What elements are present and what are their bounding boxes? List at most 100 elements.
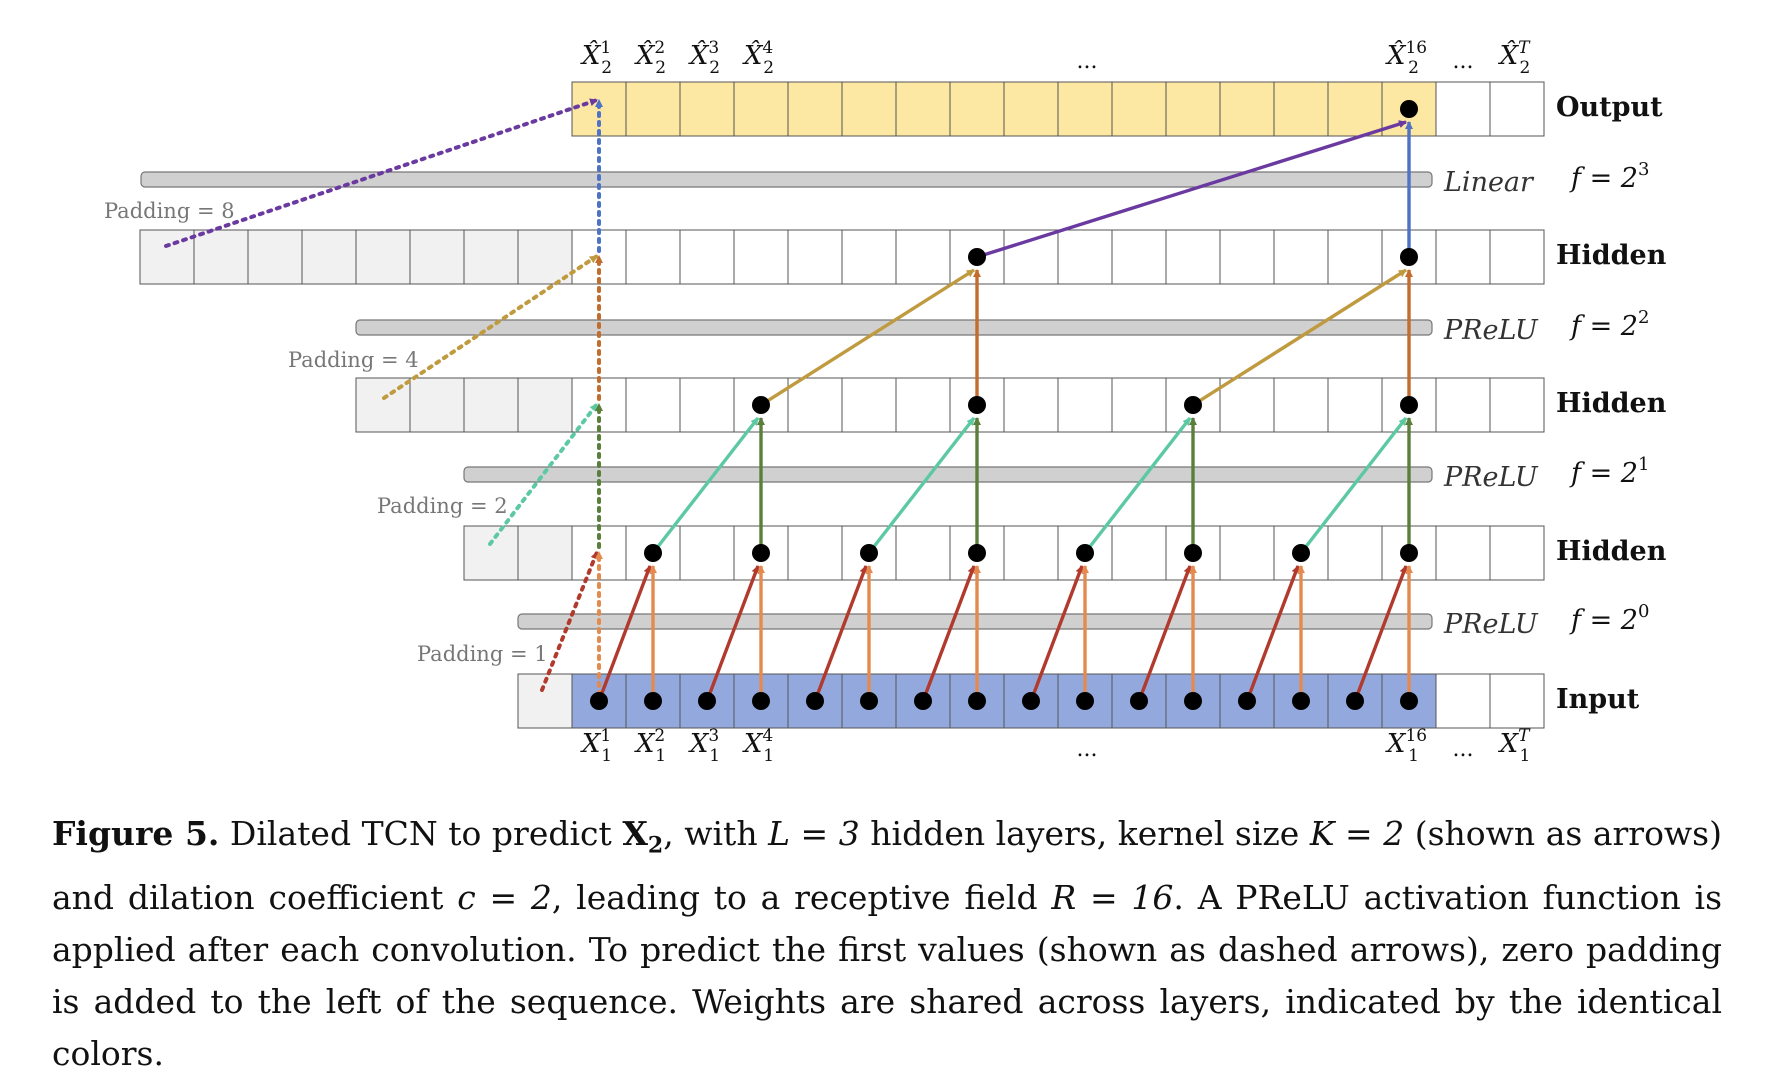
padding-cell — [409, 229, 465, 285]
activation-bars — [140, 171, 1433, 630]
sequence-cell — [1003, 229, 1059, 285]
conv-arrow — [1192, 268, 1407, 407]
node-dot — [1076, 544, 1094, 562]
figure-caption: Figure 5. Dilated TCN to predict X2, wit… — [52, 814, 1723, 1073]
node-dot — [1130, 692, 1148, 710]
sequence-cell — [1435, 229, 1491, 285]
node-dot — [1400, 248, 1418, 266]
padding-cell — [517, 525, 573, 581]
sequence-cell — [1273, 81, 1329, 137]
sequence-cell — [1003, 525, 1059, 581]
sequence-cell — [1111, 81, 1167, 137]
activation-label: PReLU — [1443, 462, 1539, 493]
sequence-cell — [625, 377, 681, 433]
node-dot — [752, 692, 770, 710]
sequence-cell — [625, 229, 681, 285]
node-dot — [1400, 692, 1418, 710]
conv-arrow — [1245, 565, 1300, 702]
padding-cell — [193, 229, 249, 285]
sequence-cell — [1057, 377, 1113, 433]
padding-cell — [301, 229, 357, 285]
sequence-cell — [841, 81, 897, 137]
node-dot — [590, 692, 608, 710]
caption-eq-R: R = 16 — [1051, 877, 1174, 917]
sequence-cell — [841, 229, 897, 285]
conv-arrow — [1083, 416, 1192, 555]
row-label-hidden2: Hidden — [1556, 388, 1667, 419]
sequence-cell — [1219, 377, 1275, 433]
dilation-factor: f = 22 — [1569, 307, 1649, 342]
padding-cell — [463, 525, 519, 581]
conv-arrow — [1137, 565, 1192, 702]
activation-bar — [140, 171, 1433, 188]
conv-arrow — [867, 416, 976, 555]
node-dot — [1184, 544, 1202, 562]
sequence-cell — [625, 81, 681, 137]
padding-cell — [409, 377, 465, 433]
sequence-cell — [787, 81, 843, 137]
padding-cell — [355, 229, 411, 285]
padding-cell — [517, 229, 573, 285]
padding-arrow — [488, 402, 599, 546]
sequence-cell — [787, 525, 843, 581]
sequence-cell — [1003, 81, 1059, 137]
conv-arrow — [760, 268, 975, 407]
sequence-cell — [1435, 81, 1491, 137]
padding-cell — [463, 229, 519, 285]
sequence-cell — [895, 81, 951, 137]
sequence-cell — [1219, 525, 1275, 581]
activation-label: PReLU — [1443, 315, 1539, 346]
node-dot — [752, 396, 770, 414]
padding-label: Padding = 8 — [104, 199, 235, 223]
sequence-cell — [1327, 377, 1383, 433]
sequence-cell — [1489, 377, 1545, 433]
node-dot — [968, 248, 986, 266]
caption-var-x2: X2 — [622, 814, 664, 859]
padding-arrow — [540, 550, 599, 692]
sequence-cell — [679, 81, 735, 137]
input-ellipsis: ... — [1077, 737, 1098, 762]
sequence-cell — [841, 377, 897, 433]
node-dot — [968, 692, 986, 710]
sequence-cell — [1327, 229, 1383, 285]
sequence-cell — [895, 377, 951, 433]
sequence-cell — [895, 229, 951, 285]
sequence-cell — [733, 229, 789, 285]
activation-label: PReLU — [1443, 609, 1539, 640]
node-dot — [644, 692, 662, 710]
node-dots — [590, 100, 1418, 710]
padding-cell — [517, 377, 573, 433]
activation-bar — [463, 466, 1433, 483]
sequence-cell — [1219, 81, 1275, 137]
node-dot — [1022, 692, 1040, 710]
row-label-hidden3: Hidden — [1556, 240, 1667, 271]
sequence-cell — [1489, 673, 1545, 729]
convolution-arrows — [597, 120, 1413, 702]
node-dot — [860, 544, 878, 562]
sequence-cell — [1003, 377, 1059, 433]
sequence-cell — [679, 377, 735, 433]
input-ellipsis-end: ... — [1453, 737, 1474, 762]
node-dot — [860, 692, 878, 710]
node-dot — [968, 544, 986, 562]
padding-dashed-arrows — [164, 98, 603, 697]
conv-arrow — [705, 565, 760, 702]
sequence-cell — [1165, 81, 1221, 137]
node-dot — [1346, 692, 1364, 710]
node-dot — [1400, 544, 1418, 562]
conv-arrow — [813, 565, 868, 702]
sequence-cell — [1111, 377, 1167, 433]
sequence-cell — [1327, 81, 1383, 137]
caption-label: Figure 5. — [52, 814, 220, 853]
caption-eq-L: L = 3 — [768, 814, 860, 853]
node-dot — [1184, 396, 1202, 414]
